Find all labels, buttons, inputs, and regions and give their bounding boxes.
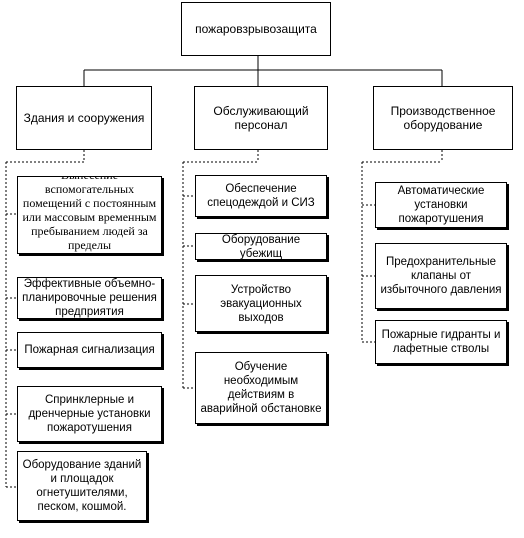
column-header-buildings: Здания и сооружения <box>16 86 152 150</box>
item-label: Автоматические установки пожаротушения <box>397 185 485 225</box>
buildings-item-3: Пожарная сигнализация <box>17 332 162 368</box>
equipment-item-1: Автоматические установки пожаротушения <box>375 182 507 228</box>
personnel-item-3: Устройство эвакуационных выходов <box>195 275 327 332</box>
item-label: Обучение необходимым действиям в аварийн… <box>200 361 322 415</box>
buildings-item-4: Спринклерные и дренчерные установки пожа… <box>17 386 162 442</box>
buildings-item-1: Вынесение вспомогательных помещений с по… <box>17 176 162 254</box>
item-label: Вынесение вспомогательных помещений с по… <box>22 177 157 253</box>
column-header-label: Обслуживающий персонал <box>213 104 309 132</box>
root-label: пожаровзрывозащита <box>195 22 317 36</box>
personnel-item-1: Обеспечение спецодеждой и СИЗ <box>195 175 327 217</box>
equipment-item-3: Пожарные гидранты и лафетные стволы <box>375 320 507 364</box>
personnel-item-2: Оборудование убежищ <box>195 233 327 260</box>
item-label: Оборудование зданий и площадок огнетушит… <box>22 459 142 513</box>
equipment-item-2: Предохранительные клапаны от избыточного… <box>375 243 507 309</box>
column-header-label: Производственное оборудование <box>390 104 496 132</box>
column-header-personnel: Обслуживающий персонал <box>194 86 328 150</box>
personnel-item-4: Обучение необходимым действиям в аварийн… <box>195 352 327 424</box>
buildings-item-5: Оборудование зданий и площадок огнетушит… <box>17 451 147 521</box>
item-label: Обеспечение спецодеждой и СИЗ <box>207 183 315 209</box>
column-header-equipment: Производственное оборудование <box>373 86 513 150</box>
item-label: Пожарная сигнализация <box>24 344 155 356</box>
buildings-item-2: Эффективные объемно-планировочные решени… <box>17 277 162 319</box>
item-label: Пожарные гидранты и лафетные стволы <box>381 329 501 355</box>
column-header-label: Здания и сооружения <box>23 111 145 125</box>
root-box: пожаровзрывозащита <box>181 2 331 56</box>
item-label: Оборудование убежищ <box>221 233 301 260</box>
item-label: Устройство эвакуационных выходов <box>220 283 302 324</box>
item-label: Эффективные объемно-планировочные решени… <box>22 278 157 318</box>
item-label: Спринклерные и дренчерные установки пожа… <box>28 394 151 434</box>
item-label: Предохранительные клапаны от избыточного… <box>380 256 502 296</box>
